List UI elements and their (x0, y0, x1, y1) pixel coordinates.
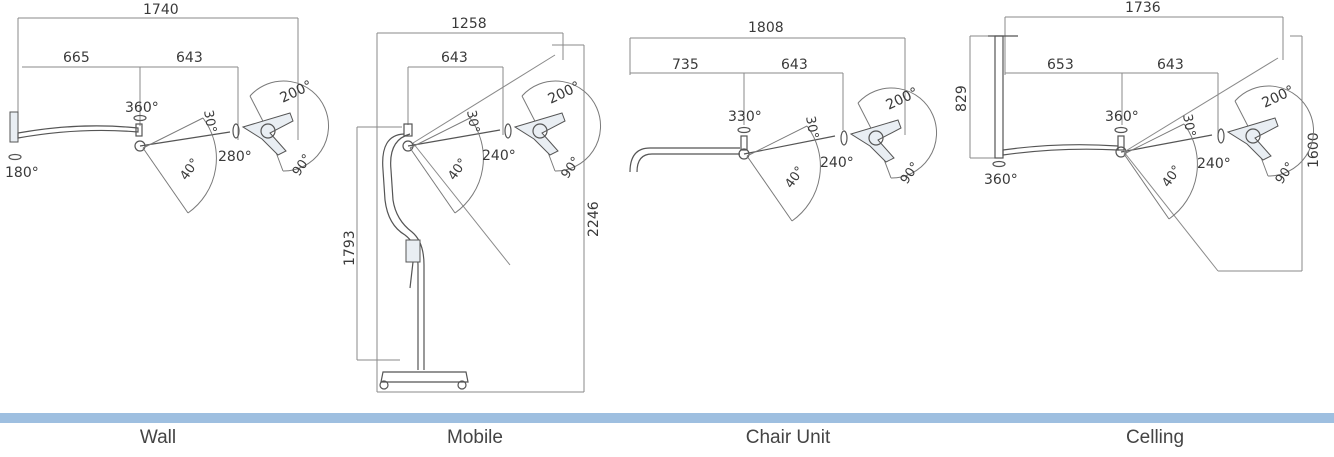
mobile-dim-overall: 2246 (586, 201, 602, 237)
panel-chair-unit: 1808 735 643 330° 200° 30° 240° 40° 90° (629, 20, 938, 222)
chair-angle-tilt: 30° (802, 115, 821, 140)
mobile-angle-head: 200° (546, 79, 583, 108)
ceiling-angle-base: 360° (984, 172, 1018, 188)
label-celling: Celling (1125, 427, 1185, 448)
mobile-angle-roll: 90° (558, 154, 584, 181)
chair-dim-arm1: 735 (672, 57, 699, 73)
chair-angle-swing: 240° (820, 155, 854, 171)
panel-wall: 1740 665 643 360° 180° 30° 280° 200° 40°… (5, 2, 330, 214)
wall-dim-total: 1740 (143, 2, 179, 18)
wall-angle-base: 180° (5, 165, 39, 181)
ceiling-angle-arm: 360° (1105, 109, 1139, 125)
wall-angle-tilt: 30° (200, 109, 219, 134)
mobile-angle-tilt: 30° (463, 109, 482, 134)
wall-angle-head: 200° (278, 78, 315, 107)
separator-bar (0, 413, 1334, 423)
wall-dim-arm2: 643 (176, 50, 203, 66)
panel-mobile: 1258 643 1793 2246 200° 30° 240° (342, 16, 602, 393)
mobile-dim-total: 1258 (451, 16, 487, 32)
chair-angle-down: 40° (782, 164, 808, 191)
ceiling-angle-tilt: 30° (1179, 113, 1198, 138)
ceiling-dim-height: 1600 (1306, 132, 1322, 168)
wall-angle-down: 40° (177, 156, 203, 183)
ceiling-dim-drop: 829 (954, 85, 970, 112)
wall-angle-arm: 360° (125, 100, 159, 116)
label-mobile: Mobile (447, 427, 503, 448)
wall-angle-roll: 90° (290, 152, 316, 179)
label-wall: Wall (139, 427, 177, 448)
chair-angle-arm: 330° (728, 109, 762, 125)
panel-celling: 1736 653 643 829 1600 360° 360° 200° 30° (954, 0, 1322, 272)
chair-angle-roll: 90° (898, 160, 924, 187)
mobile-angle-down: 40° (445, 156, 471, 183)
mobile-dim-height: 1793 (342, 230, 358, 266)
ceiling-angle-down: 40° (1159, 163, 1185, 190)
ceiling-angle-roll: 90° (1273, 160, 1299, 187)
ceiling-dim-arm2: 643 (1157, 57, 1184, 73)
ceiling-dim-arm1: 653 (1047, 57, 1074, 73)
ceiling-dim-total: 1736 (1125, 0, 1161, 16)
wall-dim-arm1: 665 (63, 50, 90, 66)
label-chair-unit: Chair Unit (745, 427, 831, 448)
chair-dim-total: 1808 (748, 20, 784, 36)
ceiling-angle-swing: 240° (1197, 156, 1231, 172)
mobile-angle-swing: 240° (482, 148, 516, 164)
wall-angle-swing: 280° (218, 149, 252, 165)
mobile-dim-arm2: 643 (441, 50, 468, 66)
chair-dim-arm2: 643 (781, 57, 808, 73)
